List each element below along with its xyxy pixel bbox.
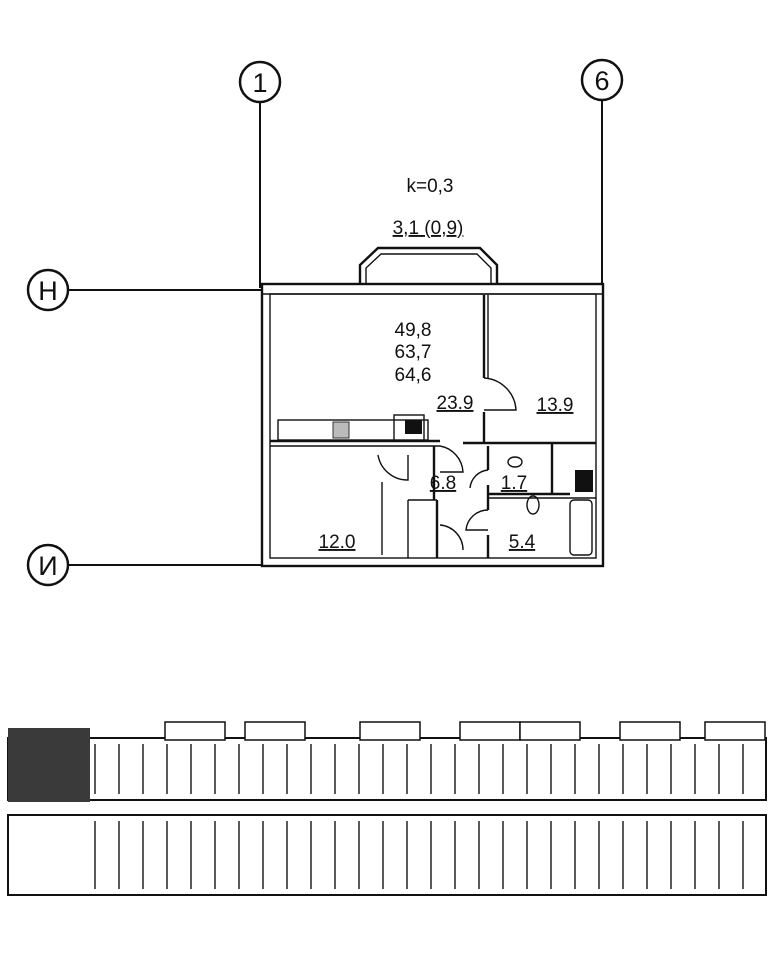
coefficient-label: k=0,3	[406, 176, 453, 197]
axis-marker-i: И	[26, 543, 70, 587]
room-area-bathroom: 5.4	[509, 532, 536, 553]
living-area: 49,8	[395, 320, 432, 341]
balcony	[358, 246, 499, 285]
key-plan-bay	[164, 721, 226, 741]
key-plan-bay	[704, 721, 766, 741]
axis-label: 1	[252, 68, 267, 98]
key-plan-bay	[244, 721, 306, 741]
key-plan-bay	[619, 721, 681, 741]
axis-marker-h: Н	[26, 268, 70, 312]
apartment-walls	[260, 282, 605, 568]
axis-label: 6	[594, 66, 609, 96]
highlighted-apartment	[8, 728, 90, 802]
total-area: 63,7	[395, 342, 432, 363]
axis-marker-6: 6	[580, 58, 624, 102]
key-plan-bay	[359, 721, 421, 741]
key-plan-bay	[459, 721, 521, 741]
building-key-plan	[7, 721, 767, 896]
room-area-wc: 1.7	[501, 473, 527, 494]
apartment-areas: 49,8 63,7 64,6	[395, 320, 432, 386]
room-area-living-kitchen: 23.9	[437, 393, 474, 414]
axis-label: И	[38, 551, 57, 581]
grid-axes: 1 6 Н И	[26, 58, 624, 587]
axis-label: Н	[38, 276, 58, 306]
room-area-bedroom-left: 12.0	[319, 532, 356, 553]
axis-marker-1: 1	[238, 60, 282, 104]
balcony-area-label: 3,1 (0,9)	[393, 218, 464, 239]
room-area-hall: 6.8	[430, 473, 456, 494]
key-plan-bay	[519, 721, 581, 741]
total-area-with-balcony: 64,6	[395, 365, 432, 386]
room-area-bedroom-right: 13.9	[537, 395, 574, 416]
